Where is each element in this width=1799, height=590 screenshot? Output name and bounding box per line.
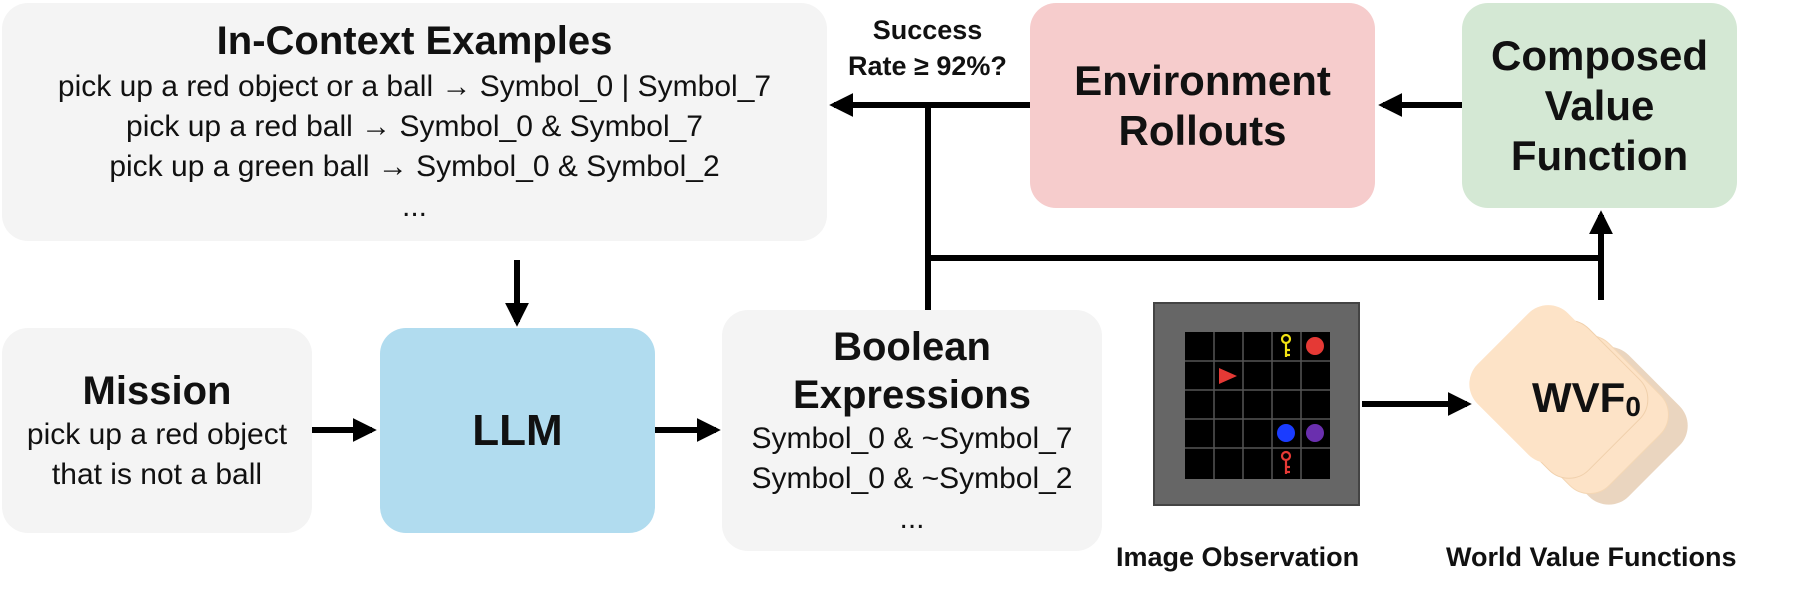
llm-label: LLM [472,405,563,455]
line-boolean-to-composed [928,210,1613,261]
blue-ball-icon [1277,424,1295,442]
agent-triangle-icon [1219,368,1237,384]
wvf-stack [1469,305,1688,505]
in-context-examples-box: In-Context Examples pick up a red object… [2,3,827,241]
wvf-subscript: 0 [1625,391,1641,423]
image-observation [1153,302,1360,506]
in-context-ellipsis: ... [401,190,427,223]
env-line-1: Environment [1074,56,1331,104]
mission-box: Mission pick up a red object that is not… [2,328,312,533]
world-value-functions-caption: World Value Functions [1446,542,1737,572]
mission-line: that is not a ball [51,457,263,491]
success-line-1: Success [872,15,983,45]
grid-background [1185,332,1330,479]
gridworld-svg [1185,332,1330,479]
grid-lines [1185,332,1330,479]
mission-line: pick up a red object [26,417,288,451]
purple-ball-icon [1306,424,1324,442]
boolean-title-2: Expressions [793,372,1031,417]
cvf-line-1: Composed [1490,31,1708,79]
in-context-example: pick up a red ball → Symbol_0 & Symbol_7 [126,110,703,143]
red-ball-icon [1306,337,1324,355]
boolean-expression: Symbol_0 & ~Symbol_7 [751,421,1073,455]
boolean-ellipsis: ... [899,501,925,535]
in-context-example: pick up a green ball → Symbol_0 & Symbol… [109,150,720,183]
red-key-icon [1280,450,1292,474]
wvf-text: WVF [1532,374,1626,421]
env-line-2: Rollouts [1118,106,1287,154]
composed-value-function-box: Composed Value Function [1462,3,1737,208]
llm-box: LLM [380,328,655,533]
boolean-expression: Symbol_0 & ~Symbol_2 [751,461,1073,495]
success-rate-label: Success Rate ≥ 92%? [830,12,1025,84]
mission-title: Mission [82,368,232,413]
image-observation-caption: Image Observation [1116,542,1360,572]
in-context-title: In-Context Examples [216,19,613,63]
boolean-title-1: Boolean [833,324,991,369]
environment-rollouts-box: Environment Rollouts [1030,3,1375,208]
cvf-line-3: Function [1510,131,1689,179]
boolean-expressions-box: Boolean Expressions Symbol_0 & ~Symbol_7… [722,310,1102,551]
in-context-example: pick up a red object or a ball → Symbol_… [57,70,772,103]
yellow-key-icon [1280,333,1292,357]
success-line-2: Rate ≥ 92%? [848,51,1007,81]
cvf-line-2: Value [1544,81,1655,129]
wvf-label: WVF0 [1532,374,1641,423]
